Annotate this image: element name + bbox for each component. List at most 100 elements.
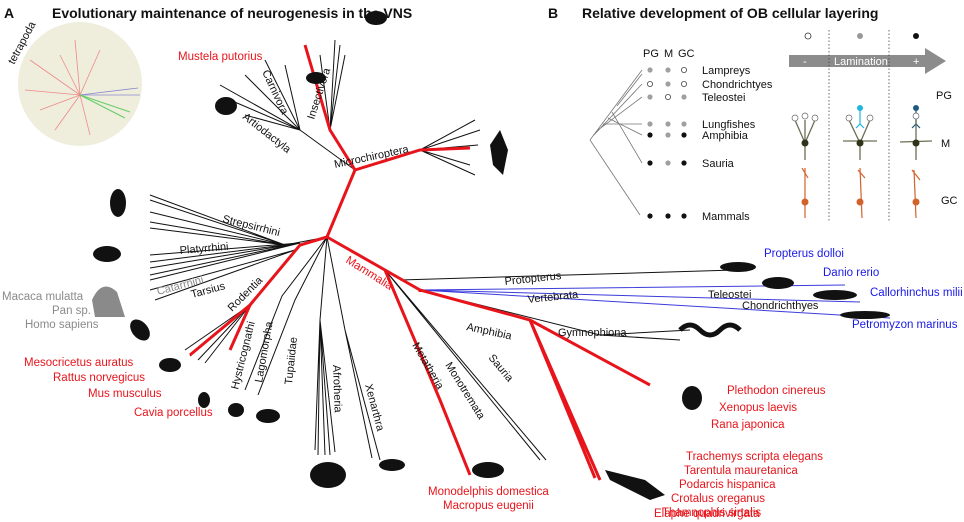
clade-sauria: Sauria	[486, 352, 516, 385]
layering-table: LampreysChondrichtyesTeleosteiLungfishes…	[647, 65, 773, 223]
species-petromyzon: Petromyzon marinus	[852, 319, 958, 331]
armadillo-icon	[379, 459, 405, 471]
table-row: Chondrichtyes	[647, 79, 773, 91]
clade-metatheria: Metatheria	[409, 341, 446, 393]
ferret-icon	[306, 72, 326, 84]
species-tarentula: Tarentula mauretanica	[684, 465, 798, 477]
species-crotalus: Crotalus oreganus	[671, 493, 765, 505]
layer-dot-black	[681, 213, 687, 219]
cell-drawings: PG M GC	[791, 90, 958, 219]
clade-lagomorpha: Lagomorpha	[253, 320, 276, 384]
species-rattus: Rattus norvegicus	[53, 372, 145, 384]
clade-vertebrata: Vertebrata	[527, 289, 580, 306]
layer-dot-gray	[665, 132, 671, 138]
row-label: Chondrichtyes	[702, 79, 773, 91]
layer-dot-open	[681, 67, 688, 74]
species-propterus: Propterus dolloi	[764, 248, 844, 260]
monkey-icon	[93, 246, 121, 262]
tree-branches	[149, 39, 736, 461]
neurogenesis-branches	[189, 44, 651, 481]
species-pan: Pan sp.	[52, 305, 91, 317]
clade-monotremata: Monotremata	[442, 360, 487, 422]
cell-label-m: M	[941, 138, 950, 150]
layer-dot-gray	[665, 67, 671, 73]
guinea-pig-icon	[198, 392, 210, 408]
layer-dot-gray	[665, 121, 671, 127]
tetrapoda-inset: tetrapoda	[6, 19, 142, 146]
svg-text:GC: GC	[678, 48, 695, 60]
panel-b-title: Relative development of OB cellular laye…	[582, 5, 878, 21]
row-label: Lungfishes	[702, 119, 756, 131]
panel-a-title: Evolutionary maintenance of neurogenesis…	[52, 5, 412, 21]
caecilian-icon	[678, 322, 742, 338]
clade-artiodactyla: Artiodactyla	[240, 111, 293, 156]
species-trachemys: Trachemys scripta elegans	[686, 451, 823, 463]
layer-dot-black	[681, 132, 687, 138]
layer-dot-black	[647, 132, 653, 138]
layer-dot-gray	[665, 81, 671, 87]
hedgehog-icon	[365, 11, 387, 25]
species-rana: Rana japonica	[711, 419, 785, 431]
rat-icon	[159, 358, 181, 372]
panel-a-letter: A	[4, 5, 14, 21]
species-monodelphis: Monodelphis domestica	[428, 486, 549, 498]
clade-amphibia: Amphibia	[465, 321, 513, 342]
bat-icon	[490, 130, 508, 175]
chimaera-icon	[813, 290, 857, 300]
animal-silhouettes	[92, 11, 890, 500]
opossum-icon	[472, 462, 504, 478]
species-plethodon: Plethodon cinereus	[727, 385, 826, 397]
frog-icon	[682, 386, 702, 410]
svg-text:PG: PG	[643, 48, 659, 60]
panel-b-letter: B	[548, 5, 558, 21]
clade-gymnophiona: Gymnophiona	[558, 327, 627, 339]
species-macaca: Macaca mulatta	[2, 291, 84, 303]
lemur-icon	[110, 189, 126, 217]
species-thamnophis: Thamnophis sirtalis	[662, 507, 761, 519]
svg-text:Lamination: Lamination	[834, 56, 888, 68]
lungfish-icon	[720, 262, 756, 272]
layer-dot-black	[665, 213, 671, 219]
svg-text:+: +	[913, 56, 919, 68]
layer-dot-open	[647, 81, 654, 88]
layer-dot-gray	[681, 94, 687, 100]
layer-dot-gray	[681, 121, 687, 127]
clade-microchiroptera: Microchiroptera	[333, 143, 411, 171]
clade-platyrrhini: Platyrrhini	[179, 241, 229, 257]
gorilla-icon	[92, 286, 125, 317]
species-elaphe: Elaphe quadrivirgata	[654, 508, 760, 520]
table-row: Lampreys	[647, 65, 751, 77]
species-mus: Mus musculus	[88, 388, 162, 400]
column-dividers	[828, 30, 890, 222]
layer-dot-black	[647, 160, 653, 166]
cell-label-pg: PG	[936, 90, 952, 102]
row-label: Sauria	[702, 158, 735, 170]
species-danio: Danio rerio	[823, 267, 879, 279]
sheep-icon	[215, 97, 237, 115]
table-row: Amphibia	[647, 130, 749, 142]
table-row: Teleostei	[647, 92, 745, 104]
tarsier-icon	[130, 319, 150, 341]
table-row: Lungfishes	[647, 119, 756, 131]
layer-dot-gray	[647, 121, 653, 127]
column-headers: PG M GC	[643, 48, 695, 60]
lizard-icon	[605, 470, 665, 500]
clade-tupaiidae: Tupaiidae	[283, 336, 300, 385]
layer-dot-gray	[647, 94, 653, 100]
layer-dot-gray	[665, 160, 671, 166]
cell-label-gc: GC	[941, 195, 958, 207]
clade-chondrichthyes: Chondrichthyes	[742, 300, 819, 312]
layer-dot-open	[681, 81, 688, 88]
species-homo: Homo sapiens	[25, 319, 99, 331]
row-label: Mammals	[702, 211, 750, 223]
svg-text:-: -	[803, 56, 807, 68]
layer-dot-black	[647, 213, 653, 219]
species-podarcis: Podarcis hispanica	[679, 479, 776, 491]
svg-text:M: M	[664, 48, 673, 60]
zebrafish-icon	[762, 277, 794, 289]
species-cavia: Cavia porcellus	[134, 407, 213, 419]
layer-dot-gray	[647, 67, 653, 73]
species-xenopus: Xenopus laevis	[719, 402, 797, 414]
